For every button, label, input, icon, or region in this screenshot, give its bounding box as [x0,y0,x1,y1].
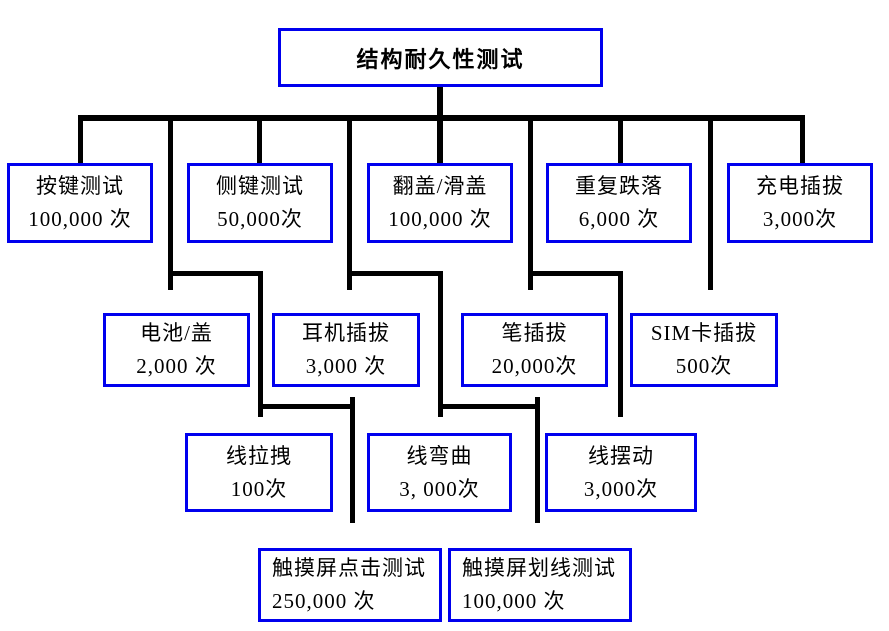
connector-drop-repeat-drop [618,118,623,163]
node-label: 按键测试 [36,174,124,198]
node-count: 100次 [230,476,288,501]
node-count: 100,000 次 [388,207,492,231]
node-label: 重复跌落 [575,174,663,198]
node-label: 电池/盖 [140,321,213,345]
node-label: SIM卡插拔 [650,321,758,345]
connector-branch-cable-pull-h [168,271,263,276]
node-touch-draw-test: 触摸屏划线测试 100,000 次 [448,548,632,622]
diagram-title: 结构耐久性测试 [356,46,525,72]
connector-top-bus [78,115,805,121]
connector-branch-cable-pull-v [258,271,263,417]
connector-drop-battery-cover [168,118,173,290]
node-cable-bend: 线弯曲 3, 000次 [367,433,512,512]
node-label: 触摸屏划线测试 [462,556,616,580]
node-label: 耳机插拔 [302,321,390,345]
node-count: 3, 000次 [399,476,480,501]
connector-drop-stylus-plug [528,118,533,290]
connector-drop-sim-plug [708,118,713,290]
node-sim-plug: SIM卡插拔 500次 [630,313,778,387]
connector-branch-cable-bend-v [438,271,443,417]
node-cable-pull: 线拉拽 100次 [185,433,333,512]
node-count: 250,000 次 [272,589,376,613]
node-label: 笔插拔 [501,321,568,345]
node-label: 触摸屏点击测试 [272,556,426,580]
node-count: 500次 [675,354,733,378]
node-battery-cover: 电池/盖 2,000 次 [103,313,250,387]
node-key-test: 按键测试 100,000 次 [7,163,153,243]
node-label: 充电插拔 [756,174,844,198]
node-side-key-test: 侧键测试 50,000次 [187,163,333,243]
node-structural-durability-test: 结构耐久性测试 [278,28,603,87]
node-label: 线摆动 [588,443,654,468]
node-count: 3,000次 [583,476,659,501]
node-count: 3,000 次 [305,354,387,378]
node-stylus-plug: 笔插拔 20,000次 [461,313,608,387]
connector-branch-cable-swing-h [528,271,623,276]
connector-drop-key-test [78,115,83,163]
node-count: 100,000 次 [28,207,132,231]
node-cable-swing: 线摆动 3,000次 [545,433,697,512]
node-earphone-plug: 耳机插拔 3,000 次 [272,313,420,387]
connector-branch-touch-draw-h [440,404,540,409]
node-flip-slide: 翻盖/滑盖 100,000 次 [367,163,513,243]
connector-root-stem [437,87,443,163]
connector-drop-side-key [257,118,262,163]
connector-drop-earphone-plug [347,118,352,290]
node-count: 50,000次 [217,207,303,231]
connector-drop-charge-plug [800,115,805,163]
connector-branch-cable-swing-v [618,271,623,417]
node-label: 线拉拽 [226,443,292,468]
node-count: 2,000 次 [136,354,217,378]
node-count: 6,000 次 [578,207,660,231]
connector-branch-cable-bend-h [347,271,443,276]
node-count: 3,000次 [762,207,838,231]
connector-branch-touch-click-v [350,397,355,523]
node-label: 线弯曲 [406,443,473,468]
node-touch-click-test: 触摸屏点击测试 250,000 次 [258,548,442,622]
node-label: 侧键测试 [216,174,304,198]
node-repeat-drop: 重复跌落 6,000 次 [546,163,692,243]
node-label: 翻盖/滑盖 [392,174,488,198]
connector-branch-touch-draw-v [535,397,540,523]
node-count: 20,000次 [491,354,578,378]
connector-branch-touch-click-h [258,404,355,409]
node-charge-plug: 充电插拔 3,000次 [727,163,873,243]
node-count: 100,000 次 [462,589,566,613]
